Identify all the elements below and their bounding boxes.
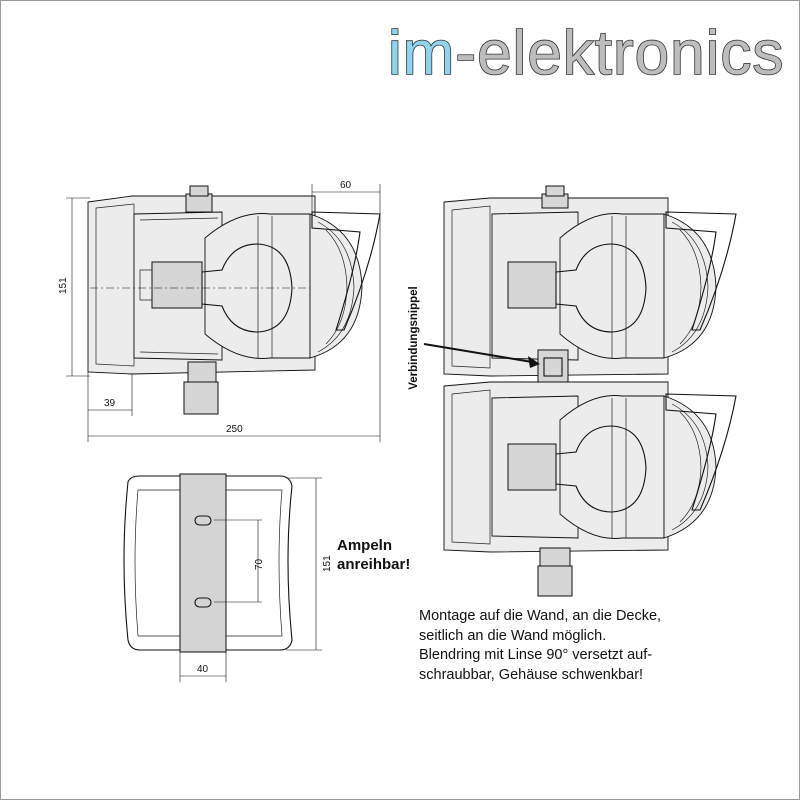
side-bracket-lines xyxy=(257,216,273,358)
side-housing-back xyxy=(95,203,135,367)
connector-nipple xyxy=(537,349,569,385)
front-slot-lower xyxy=(194,597,212,608)
side-top-nipple-cap xyxy=(189,185,209,197)
dim-label-151-side: 151 xyxy=(58,277,69,294)
stackable-label-line2: anreihbar! xyxy=(337,556,411,573)
side-lens xyxy=(309,213,363,359)
brand-logo: im-elektronics xyxy=(387,14,788,94)
dim-label-39: 39 xyxy=(104,398,116,409)
upper-bracket-lines xyxy=(611,216,627,358)
lower-bracket-lines xyxy=(611,398,627,538)
upper-top-nipple-cap xyxy=(545,185,565,197)
stackable-label-line1: Ampeln xyxy=(337,537,393,554)
upper-lens-ridge-2 xyxy=(679,229,702,345)
svg-text:im-elektronics: im-elektronics xyxy=(388,19,784,88)
dim-label-70: 70 xyxy=(254,558,265,570)
side-bottom-nipple xyxy=(187,361,217,385)
lower-bottom-nipple xyxy=(539,547,571,569)
side-reflector xyxy=(204,213,311,359)
upper-housing-back xyxy=(451,205,491,369)
connector-nipple-core xyxy=(543,357,563,377)
mounting-note: Montage auf die Wand, an die Decke, seit… xyxy=(419,607,739,685)
upper-lamp-bulb xyxy=(555,243,647,333)
lower-lens-ridge-2 xyxy=(679,411,702,523)
mounting-note-line2: seitlich an die Wand möglich. xyxy=(419,627,607,644)
front-view: 70 151 40 xyxy=(123,473,333,682)
front-slot-upper xyxy=(194,515,212,526)
stacked-lower-lamp xyxy=(443,381,737,597)
connector-pointer-line xyxy=(423,343,533,363)
side-lens-ridge-1 xyxy=(317,221,355,353)
side-view: 60 151 39 250 xyxy=(58,180,381,442)
mounting-note-line1: Montage auf die Wand, an die Decke, xyxy=(419,608,662,624)
mounting-note-line4: schraubbar, Gehäuse schwenkbar! xyxy=(419,666,644,683)
dim-label-250: 250 xyxy=(226,424,243,435)
connector-pointer-arrowhead xyxy=(528,356,540,368)
lower-bottom-mount xyxy=(537,565,573,597)
lower-lamp-bulb xyxy=(555,425,647,513)
dim-label-40: 40 xyxy=(197,664,209,675)
side-socket-clip xyxy=(139,269,152,301)
stacked-upper-lamp xyxy=(443,185,737,377)
side-lens-ridge-2 xyxy=(325,229,348,345)
side-bottom-mount xyxy=(183,381,219,415)
side-inner-lines xyxy=(139,217,219,355)
stacked-view xyxy=(423,185,737,597)
dim-label-60: 60 xyxy=(340,180,352,191)
lower-housing-back xyxy=(451,389,491,545)
lower-lens-ridge-1 xyxy=(671,403,709,531)
stackable-label: Ampeln anreihbar! xyxy=(337,536,410,574)
front-housing-outer xyxy=(123,475,293,651)
side-lamp-socket xyxy=(151,261,203,309)
brand-part-elektronics: -elektronics xyxy=(455,19,784,88)
upper-lens-ridge-1 xyxy=(671,221,709,353)
upper-lamp-socket xyxy=(507,261,557,309)
brand-part-im: im xyxy=(388,19,455,88)
connector-label: Verbindungsnippel xyxy=(408,286,420,390)
side-lamp-bulb xyxy=(201,243,293,333)
lower-lamp-socket xyxy=(507,443,557,491)
mounting-note-line3: Blendring mit Linse 90° versetzt auf- xyxy=(419,647,653,663)
side-visor xyxy=(311,211,381,331)
brand-logo-svg: im-elektronics xyxy=(387,18,784,89)
front-housing-inner xyxy=(134,489,283,637)
upper-visor xyxy=(665,211,737,331)
side-top-nipple xyxy=(185,193,213,213)
front-mount-bracket xyxy=(179,473,227,653)
lower-visor xyxy=(665,393,737,511)
dim-label-151-front: 151 xyxy=(322,555,333,572)
